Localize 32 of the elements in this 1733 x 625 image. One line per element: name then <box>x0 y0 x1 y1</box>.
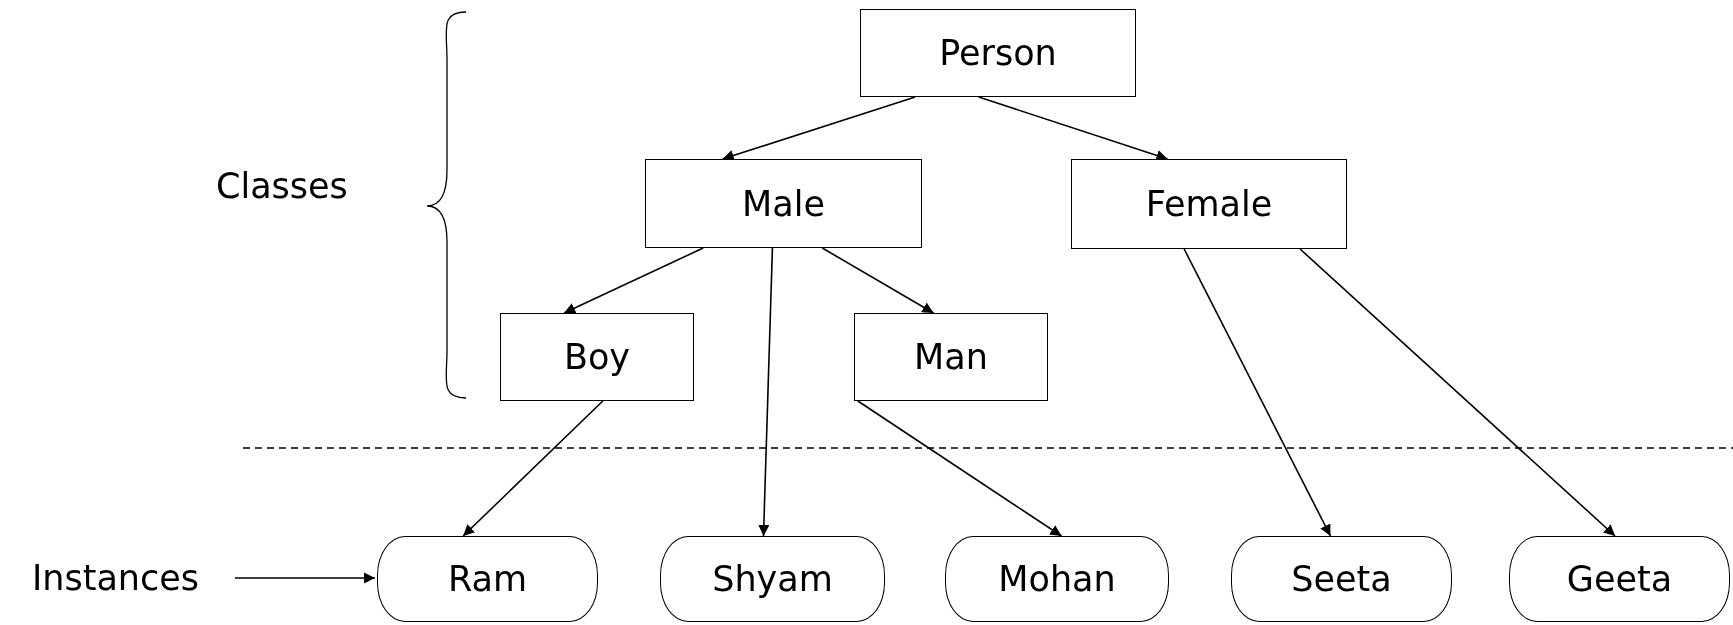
class-box <box>500 313 694 401</box>
node-label: Mohan <box>998 559 1116 599</box>
arrow <box>1299 248 1616 537</box>
instance-box <box>660 536 885 622</box>
instances-label: Instances <box>31 558 200 598</box>
node-label: Person <box>939 33 1057 73</box>
node-label: Female <box>1145 184 1273 224</box>
node-label: Geeta <box>1566 559 1673 599</box>
arrow <box>1183 248 1332 537</box>
arrow <box>758 247 774 537</box>
arrow <box>857 400 1063 537</box>
arrow <box>462 400 604 537</box>
node-label: Shyam <box>712 559 833 599</box>
instance-box <box>945 536 1169 622</box>
arrow <box>563 247 704 314</box>
node-label: Seeta <box>1291 559 1392 599</box>
arrow <box>721 96 916 161</box>
node-label: Ram <box>447 559 528 599</box>
node-label: Male <box>742 183 825 224</box>
arrow <box>821 247 935 314</box>
instance-box <box>1231 536 1452 622</box>
arrow <box>977 96 1169 161</box>
class-box <box>645 159 922 248</box>
arrow <box>234 572 376 584</box>
class-box <box>860 9 1136 97</box>
group-label: Classes <box>216 166 348 206</box>
node-label: Man <box>914 337 988 377</box>
node-label: Boy <box>563 337 631 377</box>
class-box <box>854 313 1048 401</box>
class-box <box>1071 159 1347 249</box>
instance-box <box>377 536 598 622</box>
instance-box <box>1509 536 1730 622</box>
